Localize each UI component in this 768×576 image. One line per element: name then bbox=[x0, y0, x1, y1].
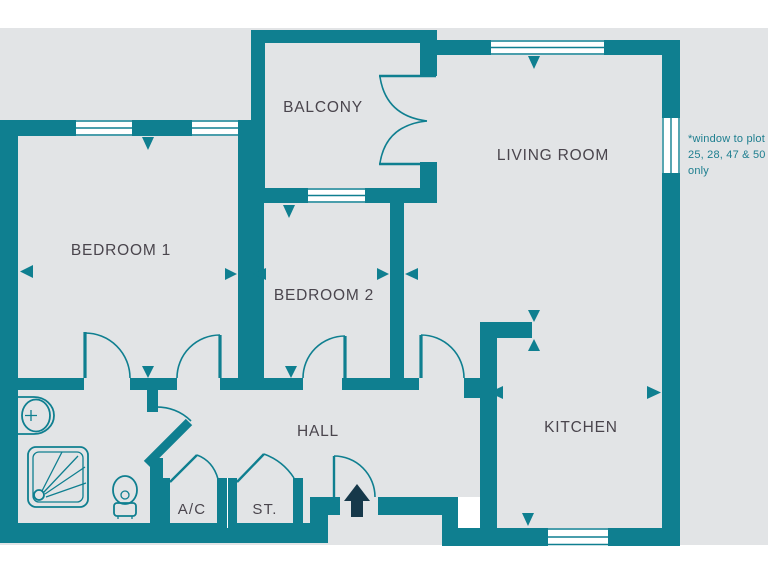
plot-note: *window to plot 25, 28, 47 & 50 only bbox=[688, 133, 766, 177]
marker-divider-east bbox=[253, 268, 266, 280]
window-markers bbox=[20, 56, 661, 526]
wall-ac-right bbox=[217, 478, 227, 528]
marker-hall-wall-mid bbox=[285, 366, 297, 378]
door-entrance bbox=[332, 455, 376, 498]
wall-balcony-top bbox=[251, 30, 420, 43]
wall-balcony-door-stub-top bbox=[420, 30, 437, 76]
wall-entry-block bbox=[310, 497, 328, 543]
void-recess bbox=[458, 497, 480, 528]
plot-note-line1: *window to plot bbox=[688, 133, 765, 145]
room-label-balcony: BALCONY bbox=[283, 99, 363, 116]
wall-store-left bbox=[228, 478, 237, 528]
wall-hall-top-c bbox=[220, 378, 303, 390]
door-bedroom2 bbox=[302, 335, 347, 379]
marker-hall-wall-left bbox=[142, 366, 154, 378]
window-livingroom-right-plot-specific bbox=[662, 118, 680, 173]
door-bathroom-to-bedroom-side bbox=[83, 332, 131, 379]
marker-livingroom-window bbox=[528, 56, 540, 69]
wall-hall-top-b bbox=[130, 378, 177, 390]
toilet bbox=[112, 475, 138, 519]
wall-entry-stub bbox=[328, 497, 340, 515]
wall-kitchen-left bbox=[480, 322, 497, 528]
room-label-hall: HALL bbox=[297, 423, 339, 440]
wall-outer-right bbox=[662, 40, 680, 546]
wash-basin bbox=[18, 396, 55, 435]
door-bedroom1 bbox=[176, 334, 222, 379]
marker-bedroom2-wall-west bbox=[377, 268, 389, 280]
entrance-arrow bbox=[344, 484, 370, 517]
plan-background bbox=[0, 28, 768, 545]
room-label-bedroom1: BEDROOM 1 bbox=[71, 242, 171, 259]
door-ac-cupboard bbox=[169, 454, 219, 483]
window-bedroom1-left bbox=[76, 120, 132, 136]
marker-bedroom2-window bbox=[283, 205, 295, 218]
marker-bedroom1-window bbox=[142, 137, 154, 150]
window-livingroom-top bbox=[491, 40, 604, 55]
room-label-bedroom2: BEDROOM 2 bbox=[274, 287, 374, 304]
door-bathroom bbox=[152, 406, 192, 422]
window-bedroom2-balcony bbox=[308, 188, 365, 203]
wall-step-block bbox=[442, 515, 458, 530]
door-balcony-french bbox=[379, 74, 436, 166]
marker-bedroom2-wall-east bbox=[405, 268, 418, 280]
door-livingroom bbox=[419, 334, 465, 379]
marker-kitchen-opening-bottom bbox=[528, 339, 540, 351]
marker-divider-west bbox=[225, 268, 237, 280]
windows bbox=[76, 40, 680, 546]
window-bedroom1-right bbox=[192, 120, 238, 136]
marker-kitchen-right bbox=[647, 386, 661, 399]
wall-hall-top-e bbox=[464, 378, 480, 398]
wall-store-right bbox=[293, 478, 303, 528]
marker-kitchen-window bbox=[522, 513, 534, 526]
wall-outer-left bbox=[0, 120, 18, 543]
room-label-livingroom: LIVING ROOM bbox=[497, 147, 609, 164]
marker-kitchen-opening-top bbox=[528, 310, 540, 322]
marker-bedroom1-left-wall bbox=[20, 265, 33, 278]
wall-balcony-left bbox=[251, 30, 265, 203]
wall-ac-left bbox=[162, 478, 170, 528]
window-kitchen-bottom bbox=[548, 528, 608, 546]
wall-hall-top-d bbox=[342, 378, 419, 390]
wall-hall-top-a bbox=[0, 378, 84, 390]
wall-entry-right bbox=[378, 497, 458, 515]
room-label-kitchen: KITCHEN bbox=[544, 419, 618, 436]
doors bbox=[83, 74, 465, 498]
room-label-store: ST. bbox=[252, 501, 277, 518]
wall-bathroom-right bbox=[150, 458, 163, 528]
wall-outer-bottom-left bbox=[0, 523, 318, 543]
marker-kitchen-left bbox=[489, 386, 503, 399]
door-store-cupboard bbox=[236, 453, 295, 483]
bathroom-fixtures bbox=[18, 396, 138, 519]
wall-bathroom-diagonal bbox=[143, 418, 193, 468]
wall-bedroom2-right bbox=[390, 203, 404, 390]
plot-note-line2: 25, 28, 47 & 50 bbox=[688, 149, 766, 161]
wall-kitchen-top bbox=[497, 322, 532, 338]
plot-note-line3: only bbox=[688, 165, 709, 177]
wall-bathroom-jamb bbox=[147, 388, 158, 412]
room-label-ac: A/C bbox=[178, 501, 207, 518]
shower-tray bbox=[27, 446, 89, 508]
